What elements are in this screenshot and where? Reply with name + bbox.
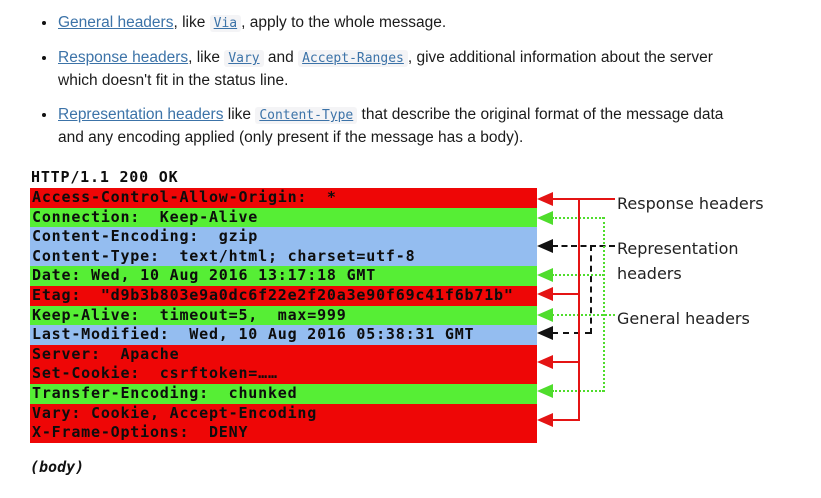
header-row: Set-Cookie: csrftoken=…… — [30, 364, 537, 384]
connector-line — [552, 361, 579, 363]
text-span: , like — [173, 14, 210, 31]
connector-line — [552, 419, 579, 421]
text-span: , apply to the whole message. — [241, 14, 447, 31]
text-span: and any encoding applied (only present i… — [58, 129, 524, 146]
diagram-label: Response headers — [617, 194, 764, 213]
text-span: , like — [188, 49, 225, 66]
connector-line — [552, 198, 615, 200]
text-span: and — [263, 49, 299, 66]
arrowhead-black-icon — [537, 239, 553, 253]
arrowhead-green-icon — [537, 308, 553, 322]
connector-line — [552, 293, 579, 295]
arrowhead-black-icon — [537, 326, 553, 340]
code-link[interactable]: Content-Type — [255, 107, 358, 124]
connector-vertical — [603, 217, 605, 392]
http-headers-block: Access-Control-Allow-Origin: *Connection… — [30, 188, 537, 443]
text-line: which doesn't fit in the status line. — [58, 70, 798, 92]
diagram-label: General headers — [617, 309, 750, 328]
arrowhead-red-icon — [537, 192, 553, 206]
arrowhead-red-icon — [537, 413, 553, 427]
list-item: General headers, like Via, apply to the … — [42, 12, 798, 35]
text-line: Response headers, like Vary and Accept-R… — [58, 47, 798, 70]
text-span: like — [223, 106, 256, 123]
list-item: Representation headers like Content-Type… — [42, 104, 798, 149]
code-link[interactable]: Accept-Ranges — [298, 50, 408, 67]
header-row: X-Frame-Options: DENY — [30, 423, 537, 443]
code-link[interactable]: Via — [209, 15, 242, 32]
header-row: Vary: Cookie, Accept-Encoding — [30, 403, 537, 424]
bullet-list: General headers, like Via, apply to the … — [42, 12, 798, 161]
connector-line — [552, 245, 615, 247]
header-row: Connection: Keep-Alive — [30, 207, 537, 228]
header-row: Content-Encoding: gzip — [30, 227, 537, 247]
connector-vertical — [578, 198, 580, 421]
text-line: Representation headers like Content-Type… — [58, 104, 798, 127]
connector-line — [552, 332, 591, 334]
header-row: Last-Modified: Wed, 10 Aug 2016 05:38:31… — [30, 325, 537, 345]
header-row: Keep-Alive: timeout=5, max=999 — [30, 305, 537, 326]
header-row: Server: Apache — [30, 344, 537, 365]
arrowhead-green-icon — [537, 384, 553, 398]
arrowhead-red-icon — [537, 355, 553, 369]
body-note: (body) — [30, 458, 85, 476]
arrowhead-red-icon — [537, 287, 553, 301]
connector-vertical — [590, 245, 592, 334]
diagram-label: Representation headers — [617, 239, 739, 283]
text-span: which doesn't fit in the status line. — [58, 72, 289, 89]
text-link[interactable]: Representation headers — [58, 106, 224, 123]
text-span: that describe the original format of the… — [357, 106, 724, 123]
header-row: Access-Control-Allow-Origin: * — [30, 188, 537, 208]
header-row: Etag: "d9b3b803e9a0dc6f22e2f20a3e90f69c4… — [30, 285, 537, 306]
text-line: General headers, like Via, apply to the … — [58, 12, 798, 35]
text-line: and any encoding applied (only present i… — [58, 127, 798, 149]
header-row: Content-Type: text/html; charset=utf-8 — [30, 246, 537, 267]
connector-line — [552, 314, 615, 316]
header-row: Transfer-Encoding: chunked — [30, 383, 537, 404]
header-row: Date: Wed, 10 Aug 2016 13:17:18 GMT — [30, 266, 537, 286]
text-link[interactable]: Response headers — [58, 49, 189, 66]
arrowhead-green-icon — [537, 211, 553, 225]
text-span: , give additional information about the … — [407, 49, 713, 66]
arrowhead-green-icon — [537, 268, 553, 282]
code-link[interactable]: Vary — [224, 50, 264, 67]
http-status-line: HTTP/1.1 200 OK — [31, 168, 179, 186]
text-link[interactable]: General headers — [58, 14, 174, 31]
list-item: Response headers, like Vary and Accept-R… — [42, 47, 798, 92]
